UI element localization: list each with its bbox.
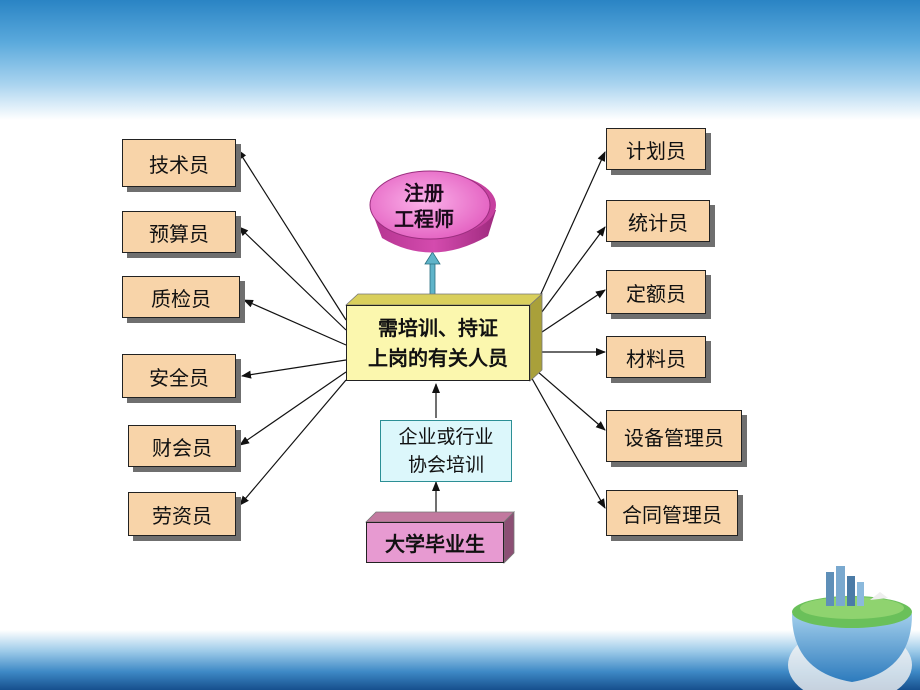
connector-to-质检员 (243, 299, 347, 346)
connector-to-预算员 (238, 226, 347, 331)
role-box-设备管理员: 设备管理员 (606, 410, 742, 462)
arrow-shaft-to-top-node (429, 261, 436, 299)
center-node-line2: 上岗的有关人员 (368, 346, 508, 370)
role-box-安全员: 安全员 (122, 354, 236, 398)
role-box-材料员: 材料员 (606, 336, 706, 378)
globe-decoration (788, 566, 912, 690)
role-box-计划员: 计划员 (606, 128, 706, 170)
training-node-line2: 协会培训 (407, 454, 484, 476)
connector-to-合同管理员 (529, 374, 606, 509)
training-node-box: 企业或行业 协会培训 (380, 420, 512, 482)
center-node-line1: 需培训、持证 (378, 316, 498, 340)
connector-to-设备管理员 (529, 364, 606, 431)
source-node-box: 大学毕业生 (366, 522, 504, 563)
connector-to-计划员 (529, 151, 606, 319)
training-node-line1: 企业或行业 (398, 426, 494, 448)
role-box-定额员: 定额员 (606, 270, 706, 314)
left-connectors (237, 149, 347, 506)
role-box-预算员: 预算员 (122, 211, 236, 253)
role-box-统计员: 统计员 (606, 200, 710, 242)
connector-to-财会员 (239, 371, 347, 446)
role-box-财会员: 财会员 (128, 425, 236, 467)
role-box-技术员: 技术员 (122, 139, 236, 187)
connector-to-安全员 (241, 359, 347, 379)
connector-to-劳资员 (239, 379, 347, 506)
top-node-label: 注册 工程师 (374, 180, 474, 232)
role-box-质检员: 质检员 (122, 276, 240, 318)
source-box-3d-faces (365, 511, 515, 564)
footer-gradient-band (0, 630, 920, 690)
connector-to-定额员 (529, 289, 606, 341)
role-box-劳资员: 劳资员 (128, 492, 236, 536)
right-connectors (529, 151, 606, 509)
top-node-line1: 注册 (404, 181, 444, 205)
center-node-box: 需培训、持证 上岗的有关人员 (346, 305, 530, 381)
role-box-合同管理员: 合同管理员 (606, 490, 738, 536)
connector-to-技术员 (237, 149, 347, 321)
header-gradient-band (0, 0, 920, 120)
top-node-line2: 工程师 (394, 207, 454, 231)
connector-to-统计员 (529, 226, 606, 329)
top-node-cylinder (369, 170, 496, 253)
arrow-head-to-top-node (424, 251, 441, 265)
